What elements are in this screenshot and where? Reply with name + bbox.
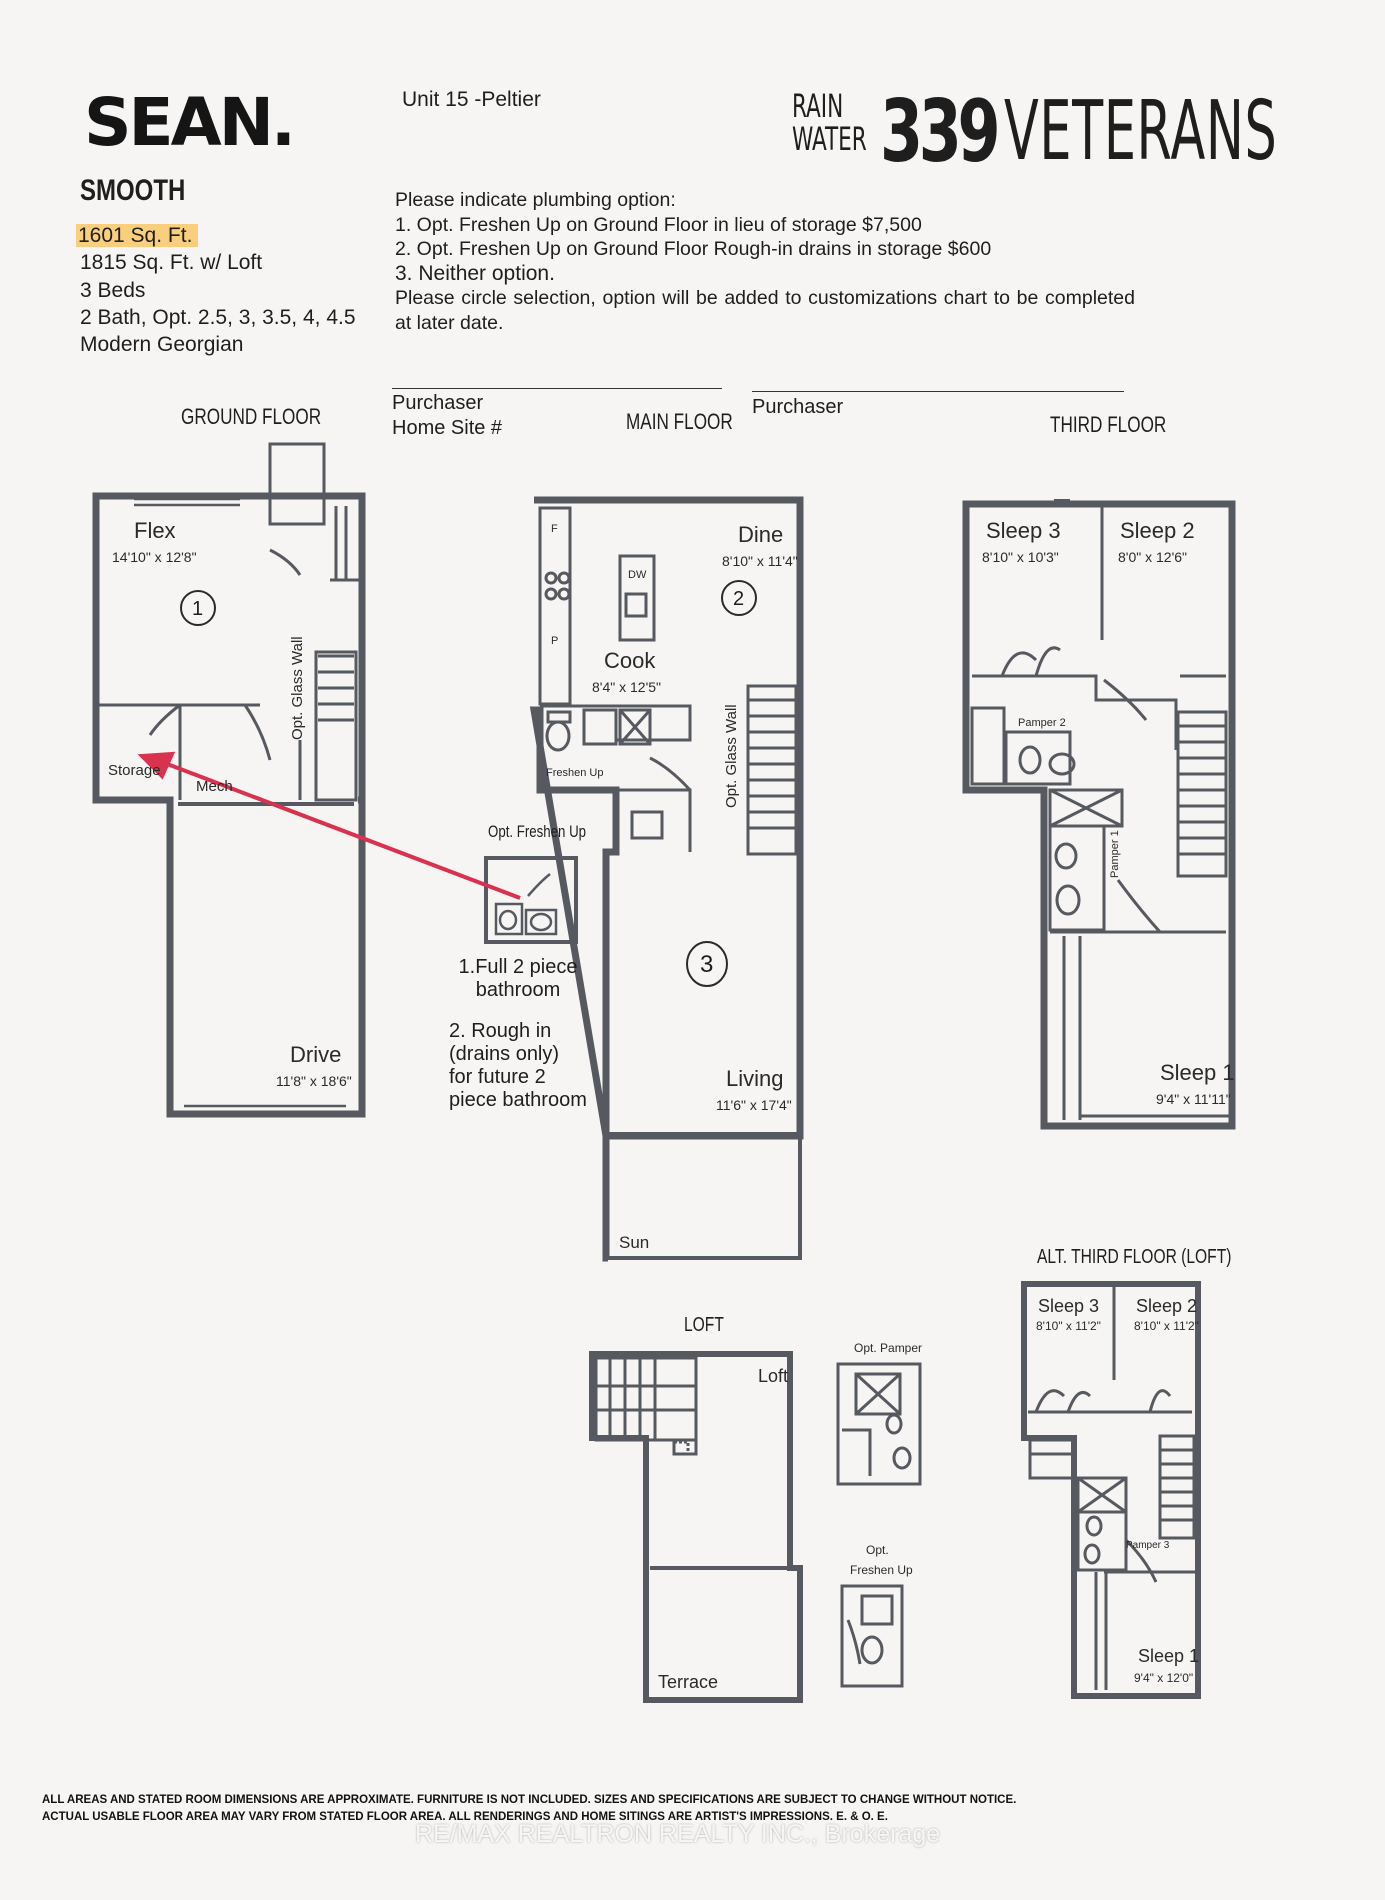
room-drive: Drive bbox=[290, 1042, 341, 1067]
spec-sqft: 1601 Sq. Ft. bbox=[76, 222, 199, 249]
ground-floor-walls bbox=[92, 492, 366, 1118]
annotation-arrow bbox=[137, 751, 521, 900]
room-freshen-up: Freshen Up bbox=[546, 767, 603, 779]
room-mech: Mech bbox=[196, 778, 233, 795]
alt-room-sleep2: Sleep 2 bbox=[1136, 1296, 1197, 1316]
loft-title: LOFT bbox=[684, 1314, 724, 1336]
room-cook: Cook bbox=[604, 648, 656, 673]
plumbing-option-1: 1. Opt. Freshen Up on Ground Floor in li… bbox=[395, 213, 922, 236]
alt-third-walls bbox=[1021, 1281, 1201, 1699]
room-sleep3-dim: 8'10" x 10'3" bbox=[982, 549, 1059, 565]
room-drive-dim: 11'8" x 18'6" bbox=[276, 1073, 352, 1089]
room-living: Living bbox=[726, 1066, 783, 1091]
room-dine-dim: 8'10" x 11'4" bbox=[722, 553, 798, 569]
opt-freshen-up-inset bbox=[484, 856, 578, 944]
opt-freshen-up-label: Opt. Freshen Up bbox=[488, 822, 587, 841]
room-storage: Storage bbox=[108, 762, 161, 779]
alt-room-sleep3-dim: 8'10" x 11'2" bbox=[1036, 1319, 1101, 1333]
room-dine: Dine bbox=[738, 522, 783, 547]
circle-number-3: 3 bbox=[700, 951, 713, 978]
room-pamper2: Pamper 2 bbox=[1018, 717, 1066, 729]
alt-room-sleep1: Sleep 1 bbox=[1138, 1646, 1199, 1666]
label-opt: Opt. bbox=[866, 1543, 889, 1557]
room-sleep2-dim: 8'0" x 12'6" bbox=[1118, 549, 1187, 565]
main-floor-title: MAIN FLOOR bbox=[626, 409, 733, 434]
room-flex: Flex bbox=[134, 518, 176, 543]
label-freshen-up: Freshen Up bbox=[850, 1563, 913, 1577]
appliance-f: F bbox=[551, 523, 558, 535]
alt-room-sleep3: Sleep 3 bbox=[1038, 1296, 1099, 1316]
room-flex-dim: 14'10" x 12'8" bbox=[112, 549, 197, 565]
logo-number: 339 bbox=[880, 82, 1001, 182]
room-sun: Sun bbox=[619, 1233, 649, 1252]
room-loft: Loft bbox=[758, 1366, 788, 1386]
unit-label: Unit 15 -Peltier bbox=[402, 88, 541, 111]
alt-room-sleep1-dim: 9'4" x 12'0" bbox=[1134, 1671, 1193, 1685]
room-terrace: Terrace bbox=[658, 1672, 718, 1692]
spec-baths: 2 Bath, Opt. 2.5, 3, 3.5, 4, 4.5 bbox=[80, 306, 356, 329]
room-sleep2: Sleep 2 bbox=[1120, 518, 1195, 543]
alt-third-floor-title: ALT. THIRD FLOOR (LOFT) bbox=[1037, 1246, 1232, 1268]
watermark: RE/MAX REALTRON REALTY INC., Brokerage bbox=[415, 1820, 941, 1848]
plumbing-heading: Please indicate plumbing option: bbox=[395, 189, 676, 211]
sqft-highlight: 1601 Sq. Ft. bbox=[76, 224, 199, 247]
appliance-dw: DW bbox=[628, 569, 647, 581]
circle-number-1: 1 bbox=[192, 598, 203, 620]
room-living-dim: 11'6" x 17'4" bbox=[716, 1097, 792, 1113]
room-pamper1: Pamper 1 bbox=[1109, 830, 1121, 878]
spec-beds: 3 Beds bbox=[80, 279, 146, 302]
label-opt-pamper: Opt. Pamper bbox=[854, 1341, 922, 1355]
third-floor-title: THIRD FLOOR bbox=[1050, 412, 1167, 437]
spec-sqft-loft: 1815 Sq. Ft. w/ Loft bbox=[80, 251, 263, 274]
plumbing-instruction: Please circle selection, option will be … bbox=[395, 287, 1135, 334]
room-cook-dim: 8'4" x 12'5" bbox=[592, 679, 661, 695]
opt-pamper-plan bbox=[836, 1362, 922, 1486]
signature-line-1 bbox=[392, 388, 722, 389]
alt-room-pamper3: Pamper 3 bbox=[1126, 1540, 1170, 1551]
circle-number-2: 2 bbox=[733, 588, 744, 610]
signature-line-2 bbox=[752, 391, 1124, 392]
purchaser-2: Purchaser bbox=[752, 396, 844, 418]
alt-room-sleep2-dim: 8'10" x 11'2" bbox=[1134, 1319, 1199, 1333]
main-floor-walls bbox=[529, 496, 804, 1262]
disclaimer: ALL AREAS AND STATED ROOM DIMENSIONS ARE… bbox=[42, 1794, 1017, 1823]
appliance-p: P bbox=[551, 635, 558, 647]
room-sleep1-dim: 9'4" x 11'11" bbox=[1156, 1091, 1231, 1107]
plumbing-options: Please indicate plumbing option: 1. Opt.… bbox=[395, 188, 1135, 335]
opt-freshen-up-plan bbox=[840, 1584, 904, 1688]
room-sleep1: Sleep 1 bbox=[1160, 1060, 1235, 1085]
ground-floor-title: GROUND FLOOR bbox=[181, 404, 322, 429]
logo-name: VETERANS bbox=[1004, 84, 1278, 179]
main-glass-wall: Opt. Glass Wall bbox=[723, 704, 740, 808]
brand-logo: SEAN. bbox=[84, 84, 296, 161]
ground-glass-wall: Opt. Glass Wall bbox=[289, 636, 306, 740]
plumbing-option-3: 3. Neither option. bbox=[395, 261, 555, 285]
spec-style: Modern Georgian bbox=[80, 333, 244, 356]
third-floor-walls bbox=[962, 500, 1236, 1130]
plumbing-option-2: 2. Opt. Freshen Up on Ground Floor Rough… bbox=[395, 238, 992, 260]
ground-porch bbox=[268, 442, 326, 526]
model-name: SMOOTH bbox=[80, 174, 186, 207]
room-sleep3: Sleep 3 bbox=[986, 518, 1061, 543]
